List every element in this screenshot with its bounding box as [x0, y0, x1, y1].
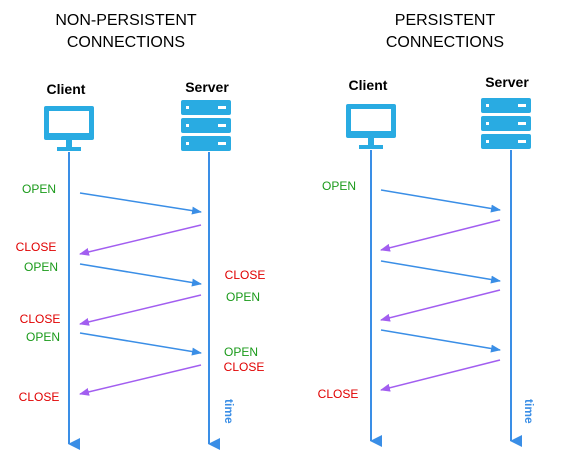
panel-title-line2: CONNECTIONS — [67, 34, 185, 51]
open-label: OPEN — [322, 179, 356, 193]
open-label: OPEN — [226, 290, 260, 304]
response-arrow — [79, 364, 202, 396]
request-arrow — [380, 260, 501, 284]
monitor-icon — [44, 106, 94, 151]
client-heading: Client — [349, 77, 388, 93]
open-label: OPEN — [26, 330, 60, 344]
panel-title-line1: NON-PERSISTENT — [55, 12, 197, 29]
response-arrow — [380, 289, 501, 322]
panel-title-line1: PERSISTENT — [395, 12, 496, 29]
close-label: CLOSE — [318, 387, 359, 401]
close-label: CLOSE — [224, 360, 265, 374]
close-label: CLOSE — [16, 240, 57, 254]
server-heading: Server — [185, 79, 229, 95]
request-arrow — [380, 189, 501, 213]
response-arrow — [79, 224, 202, 256]
time-label: time — [522, 399, 536, 424]
close-label: CLOSE — [19, 390, 60, 404]
monitor-icon — [346, 104, 396, 149]
open-label: OPEN — [22, 182, 56, 196]
request-arrow — [79, 263, 202, 287]
persistent-panel: PERSISTENT CONNECTIONS Client Server OPE… — [318, 12, 536, 447]
server-rack-icon — [181, 100, 231, 151]
open-label: OPEN — [24, 260, 58, 274]
close-label: CLOSE — [20, 312, 61, 326]
time-label: time — [222, 399, 236, 424]
request-arrow — [380, 329, 501, 353]
client-heading: Client — [47, 81, 86, 97]
request-arrow — [79, 332, 202, 356]
request-arrow — [79, 192, 202, 215]
response-arrow — [79, 294, 202, 326]
panel-title-line2: CONNECTIONS — [386, 34, 504, 51]
open-label: OPEN — [224, 345, 258, 359]
server-heading: Server — [485, 74, 529, 90]
close-label: CLOSE — [225, 268, 266, 282]
response-arrow — [380, 219, 501, 252]
server-rack-icon — [481, 98, 531, 149]
response-arrow — [380, 359, 501, 392]
non-persistent-panel: NON-PERSISTENT CONNECTIONS Client Server… — [16, 12, 266, 450]
